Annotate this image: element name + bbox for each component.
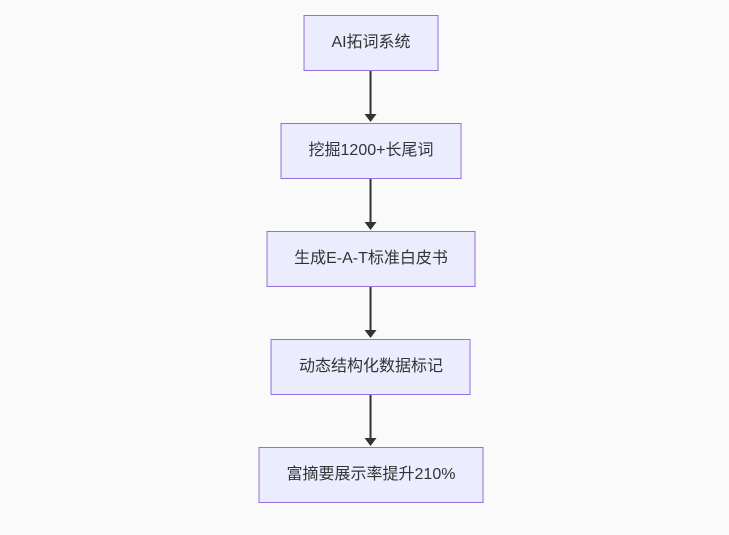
arrow-line	[370, 71, 372, 115]
arrowhead-down-icon	[365, 222, 377, 230]
arrow-line	[370, 179, 372, 223]
arrow-line	[370, 287, 372, 331]
flow-node-dynamic-structured-data-markup: 动态结构化数据标记	[270, 339, 471, 395]
node-label: AI拓词系统	[331, 34, 411, 51]
flow-node-rich-snippet-rate-increase: 富摘要展示率提升210%	[258, 447, 484, 503]
flow-node-mine-longtail-keywords: 挖掘1200+长尾词	[280, 123, 462, 179]
flow-node-generate-eat-whitepaper: 生成E-A-T标准白皮书	[266, 231, 476, 287]
flow-edge-2	[365, 179, 377, 231]
node-label: 挖掘1200+长尾词	[308, 142, 434, 159]
node-label: 动态结构化数据标记	[298, 358, 443, 375]
flow-edge-3	[365, 287, 377, 339]
arrowhead-down-icon	[365, 114, 377, 122]
flow-edge-4	[365, 395, 377, 447]
arrow-line	[370, 395, 372, 439]
node-label: 生成E-A-T标准白皮书	[294, 250, 448, 267]
arrowhead-down-icon	[365, 330, 377, 338]
flow-edge-1	[365, 71, 377, 123]
flowchart: AI拓词系统 挖掘1200+长尾词 生成E-A-T标准白皮书 动态结构化数据标记	[258, 15, 484, 503]
arrowhead-down-icon	[365, 438, 377, 446]
flow-node-ai-word-expansion-system: AI拓词系统	[303, 15, 439, 71]
node-label: 富摘要展示率提升210%	[286, 466, 456, 483]
